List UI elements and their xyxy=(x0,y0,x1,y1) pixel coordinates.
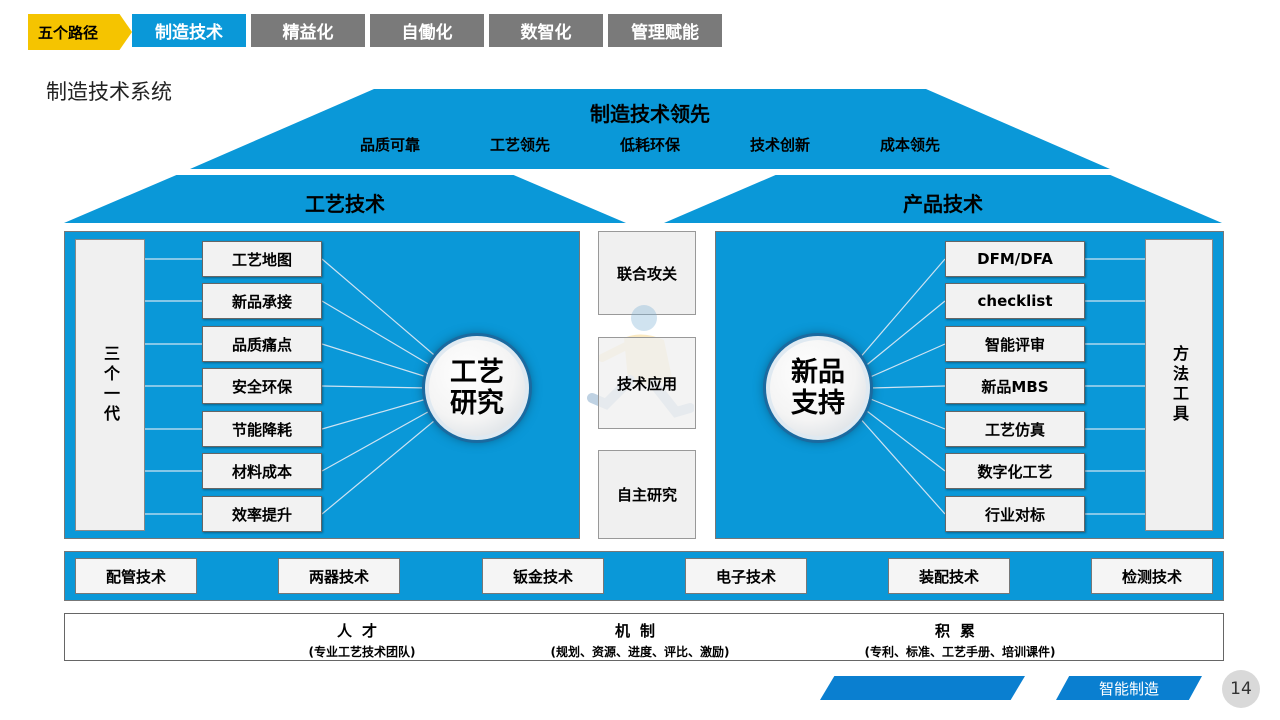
tech-strip-item: 装配技术 xyxy=(888,558,1010,594)
tech-strip-item: 配管技术 xyxy=(75,558,197,594)
new-product-support-hub-label: 新品支持 xyxy=(791,357,845,419)
foundation-accumulation: 积累 (专利、标准、工艺手册、培训课件) xyxy=(830,620,1090,660)
tab-jidoka[interactable]: 自働化 xyxy=(370,14,484,47)
process-research-hub-label: 工艺研究 xyxy=(450,357,504,419)
tech-strip-item: 检测技术 xyxy=(1091,558,1213,594)
top-roof-item: 成本领先 xyxy=(880,136,941,154)
independent-research-box: 自主研究 xyxy=(598,450,696,539)
tech-strip-item: 钣金技术 xyxy=(482,558,604,594)
foundation-mechanism-title: 机制 xyxy=(614,622,665,640)
process-item: 效率提升 xyxy=(202,496,322,532)
page-number-text: 14 xyxy=(1230,679,1252,699)
three-generations-label: 三个一代 xyxy=(101,345,120,425)
top-roof-item: 品质可靠 xyxy=(359,136,420,154)
tech-strip xyxy=(64,551,1224,601)
product-item: 行业对标 xyxy=(945,496,1085,532)
path-badge: 五个路径 xyxy=(28,14,132,50)
new-product-support-hub: 新品支持 xyxy=(766,336,870,440)
process-item: 工艺地图 xyxy=(202,241,322,277)
foundation-accumulation-sub: (专利、标准、工艺手册、培训课件) xyxy=(864,645,1056,659)
methods-tools-box: 方法工具 xyxy=(1145,239,1213,531)
top-roof-item: 技术创新 xyxy=(750,136,811,154)
process-item: 材料成本 xyxy=(202,453,322,489)
product-item: 新品MBS xyxy=(945,368,1085,404)
footer-label-bar: 智能制造 xyxy=(1056,676,1202,700)
tab-management[interactable]: 管理赋能 xyxy=(608,14,722,47)
three-generations-box: 三个一代 xyxy=(75,239,145,531)
foundation-mechanism: 机制 (规划、资源、进度、评比、激励) xyxy=(510,620,770,660)
product-item: 智能评审 xyxy=(945,326,1085,362)
tab-lean[interactable]: 精益化 xyxy=(251,14,365,47)
process-item: 安全环保 xyxy=(202,368,322,404)
top-roof-item: 工艺领先 xyxy=(489,136,550,154)
process-item: 节能降耗 xyxy=(202,411,322,447)
left-roof-title: 工艺技术 xyxy=(305,192,385,216)
product-item: DFM/DFA xyxy=(945,241,1085,277)
page-title: 制造技术系统 xyxy=(46,80,172,104)
foundation-mechanism-sub: (规划、资源、进度、评比、激励) xyxy=(550,645,730,659)
foundation-talent-sub: (专业工艺技术团队) xyxy=(308,645,416,659)
tab-manufacturing-tech[interactable]: 制造技术 xyxy=(132,14,246,47)
page-number: 14 xyxy=(1222,670,1260,708)
tech-strip-item: 电子技术 xyxy=(685,558,807,594)
footer-bar xyxy=(820,676,1025,700)
top-roof-item: 低耗环保 xyxy=(619,136,680,154)
tab-digital[interactable]: 数智化 xyxy=(489,14,603,47)
right-roof-title: 产品技术 xyxy=(903,192,983,216)
top-roof-items: 品质可靠 工艺领先 低耗环保 技术创新 成本领先 xyxy=(190,134,1110,158)
left-roof xyxy=(64,175,626,223)
foundation-talent: 人才 (专业工艺技术团队) xyxy=(262,620,462,660)
footer-label: 智能制造 xyxy=(1098,679,1159,698)
methods-tools-label: 方法工具 xyxy=(1170,345,1189,425)
process-item: 品质痛点 xyxy=(202,326,322,362)
product-item: 工艺仿真 xyxy=(945,411,1085,447)
product-item: 数字化工艺 xyxy=(945,453,1085,489)
path-badge-label: 五个路径 xyxy=(38,23,99,42)
top-roof-title: 制造技术领先 xyxy=(590,102,710,126)
foundation-accumulation-title: 积累 xyxy=(934,622,985,640)
foundation-talent-title: 人才 xyxy=(336,622,387,640)
tech-strip-item: 两器技术 xyxy=(278,558,400,594)
product-item: checklist xyxy=(945,283,1085,319)
process-research-hub: 工艺研究 xyxy=(425,336,529,440)
joint-research-box: 联合攻关 xyxy=(598,231,696,315)
process-item: 新品承接 xyxy=(202,283,322,319)
foundation-box xyxy=(64,613,1224,661)
tech-application-box: 技术应用 xyxy=(598,337,696,429)
